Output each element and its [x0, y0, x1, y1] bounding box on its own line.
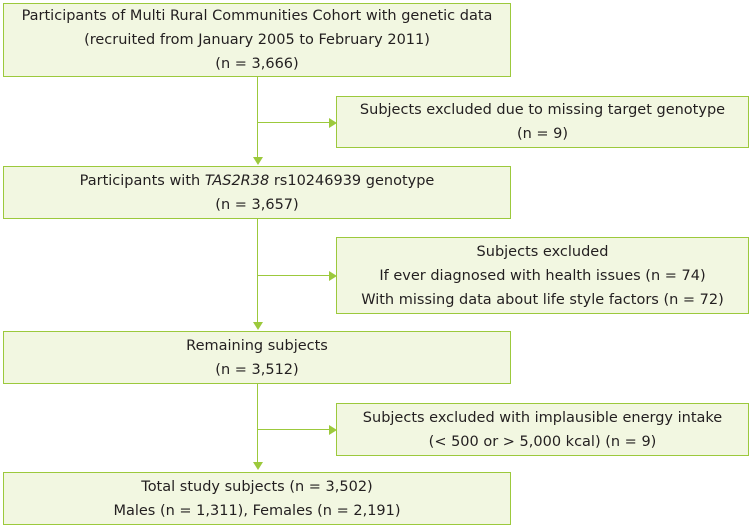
- box-total: Total study subjects (n = 3,502) Males (…: [3, 472, 511, 525]
- connector-branch-2: [257, 275, 329, 276]
- connector-main-3: [257, 384, 258, 464]
- box-genotype-line-2: (n = 3,657): [215, 196, 299, 213]
- box-genotype-suffix: rs10246939 genotype: [269, 172, 435, 189]
- box-genotype-prefix: Participants with: [79, 172, 205, 189]
- box-excluded-health-line-3: With missing data about life style facto…: [361, 291, 724, 308]
- box-genotype: Participants with TAS2R38 rs10246939 gen…: [3, 166, 511, 219]
- box-excluded-genotype: Subjects excluded due to missing target …: [336, 96, 749, 148]
- arrow-right-3: [329, 425, 337, 435]
- connector-branch-1: [257, 122, 329, 123]
- connector-main-1: [257, 77, 258, 159]
- box-cohort: Participants of Multi Rural Communities …: [3, 3, 511, 77]
- box-cohort-line-2: (recruited from January 2005 to February…: [84, 32, 430, 48]
- box-excluded-health-line-2: If ever diagnosed with health issues (n …: [379, 267, 706, 284]
- arrow-down-1: [253, 157, 263, 165]
- arrow-right-1: [329, 118, 337, 128]
- arrow-right-2: [329, 271, 337, 281]
- box-excluded-genotype-line-2: (n = 9): [516, 126, 569, 142]
- arrow-down-2: [253, 322, 263, 330]
- box-remaining: Remaining subjects (n = 3,512): [3, 331, 511, 384]
- box-excluded-energy-line-2: (< 500 or > 5,000 kcal) (n = 9): [428, 433, 657, 450]
- connector-branch-3: [257, 429, 329, 430]
- box-total-line-2: Males (n = 1,311), Females (n = 2,191): [113, 502, 401, 519]
- box-excluded-energy: Subjects excluded with implausible energ…: [336, 403, 749, 456]
- box-cohort-line-3: (n = 3,666): [215, 56, 299, 72]
- box-genotype-gene: TAS2R38: [204, 172, 270, 189]
- box-excluded-genotype-line-1: Subjects excluded due to missing target …: [359, 102, 726, 118]
- arrow-down-3: [253, 462, 263, 470]
- box-remaining-line-1: Remaining subjects: [186, 337, 328, 354]
- box-excluded-health: Subjects excluded If ever diagnosed with…: [336, 237, 749, 314]
- box-excluded-health-line-1: Subjects excluded: [476, 243, 609, 260]
- connector-main-2: [257, 219, 258, 323]
- box-cohort-line-1: Participants of Multi Rural Communities …: [21, 8, 493, 24]
- box-excluded-energy-line-1: Subjects excluded with implausible energ…: [362, 409, 723, 426]
- box-genotype-line-1: Participants with TAS2R38 rs10246939 gen…: [80, 169, 435, 193]
- box-total-line-1: Total study subjects (n = 3,502): [141, 478, 373, 495]
- box-remaining-line-2: (n = 3,512): [215, 361, 299, 378]
